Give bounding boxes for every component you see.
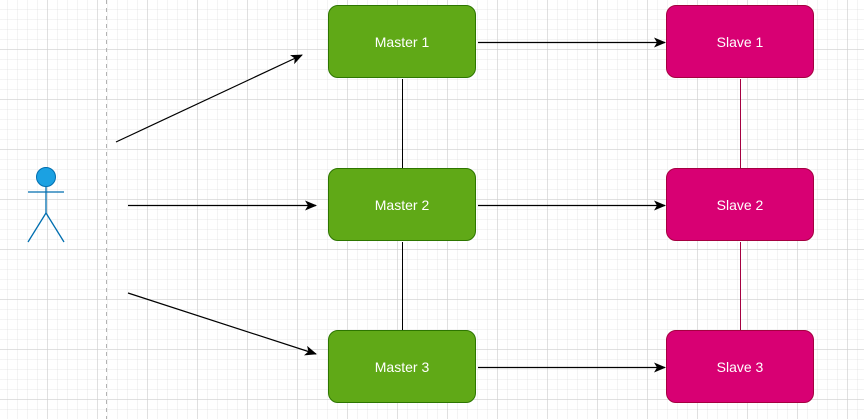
user-actor-icon[interactable]: [27, 167, 65, 243]
slave-2-label: Slave 2: [716, 196, 764, 213]
slave-2-node[interactable]: Slave 2: [666, 168, 814, 241]
arrow-user-to-master3[interactable]: [127, 292, 317, 356]
slave-1-node[interactable]: Slave 1: [666, 5, 814, 78]
master-3-label: Master 3: [374, 358, 430, 375]
master-1-node[interactable]: Master 1: [328, 5, 476, 78]
master-1-label: Master 1: [374, 33, 430, 50]
slave-3-label: Slave 3: [716, 358, 764, 375]
slave-1-label: Slave 1: [716, 33, 764, 50]
master-2-node[interactable]: Master 2: [328, 168, 476, 241]
slave-3-node[interactable]: Slave 3: [666, 330, 814, 403]
master-2-label: Master 2: [374, 196, 430, 213]
master-3-node[interactable]: Master 3: [328, 330, 476, 403]
arrow-user-to-master1[interactable]: [115, 54, 303, 143]
